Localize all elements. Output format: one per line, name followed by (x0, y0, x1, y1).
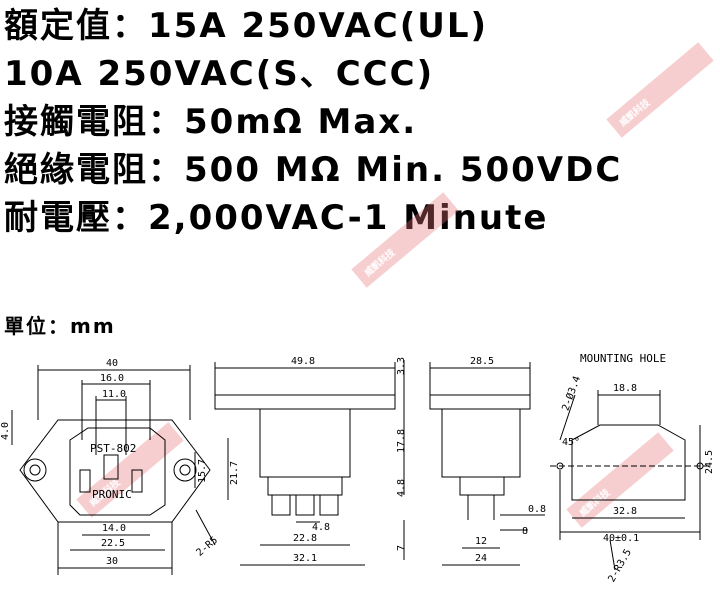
dim-front-16: 16.0 (100, 373, 124, 384)
front-view (11, 365, 229, 575)
dim-end-24: 24 (475, 553, 487, 564)
dim-side-49-8: 49.8 (291, 356, 315, 367)
dim-front-30: 30 (106, 556, 118, 567)
dim-end-8: 8 (522, 526, 528, 537)
mounting-hole-view (550, 390, 710, 571)
dim-front-40: 40 (106, 358, 118, 369)
watermarks: 威凱科技 威凱科技 威凱科技 威凱科技 (76, 42, 714, 528)
dim-mount-32-8: 32.8 (613, 506, 637, 517)
spec-withstand-voltage: 耐電壓：2,000VAC-1 Minute (4, 198, 549, 238)
dim-front-15-7: 15.7 (197, 459, 208, 483)
unit-label: 單位：mm (4, 314, 116, 338)
dim-front-14: 14.0 (102, 523, 126, 534)
watermark-1: 威凱科技 (606, 42, 714, 138)
model-label: PST-802 (90, 442, 136, 455)
dim-side-4-8b: 4.8 (312, 522, 330, 533)
dim-front-21-7: 21.7 (229, 461, 240, 485)
dim-mount-18-8: 18.8 (613, 383, 637, 394)
brand-label: PRONIC (92, 488, 132, 501)
dim-front-4: 4.0 (0, 422, 11, 440)
side-view (214, 360, 405, 566)
spec-contact-resistance: 接觸電阻：50mΩ Max. (4, 102, 418, 142)
end-view (429, 362, 545, 566)
mounting-hole-title: MOUNTING HOLE (580, 352, 666, 365)
dim-front-r5: 2-R5 (194, 535, 220, 559)
dim-mount-24-5: 24.5 (704, 450, 715, 474)
dim-front-11: 11.0 (102, 389, 126, 400)
dim-end-0-8: 0.8 (528, 504, 546, 515)
dim-side-22-8: 22.8 (293, 533, 317, 544)
dim-end-28-5: 28.5 (470, 356, 494, 367)
dim-front-22-5: 22.5 (101, 538, 125, 549)
dim-mount-3-4: 2-Ø3.4 (560, 374, 584, 412)
dim-end-12: 12 (475, 536, 487, 547)
spec-rated-value-alt: 10A 250VAC(S、CCC) (4, 54, 435, 94)
dim-side-32-1: 32.1 (293, 553, 317, 564)
dim-side-7: 7 (396, 545, 407, 551)
watermark-3: 威凱科技 (76, 422, 184, 518)
spec-rated-value: 額定值：15A 250VAC(UL) (4, 6, 489, 46)
dim-side-4-8a: 4.8 (396, 479, 407, 497)
dim-mount-r3-5: 2-R3.5 (606, 547, 634, 584)
dim-side-3-3: 3.3 (396, 357, 407, 375)
dim-mount-40: 40±0.1 (603, 533, 639, 544)
spec-insulation-resistance: 絕緣電阻：500 MΩ Min. 500VDC (4, 150, 623, 190)
watermark-2: 威凱科技 (351, 192, 459, 288)
dim-side-17-8: 17.8 (396, 429, 407, 453)
dim-mount-45: 45° (562, 437, 580, 448)
